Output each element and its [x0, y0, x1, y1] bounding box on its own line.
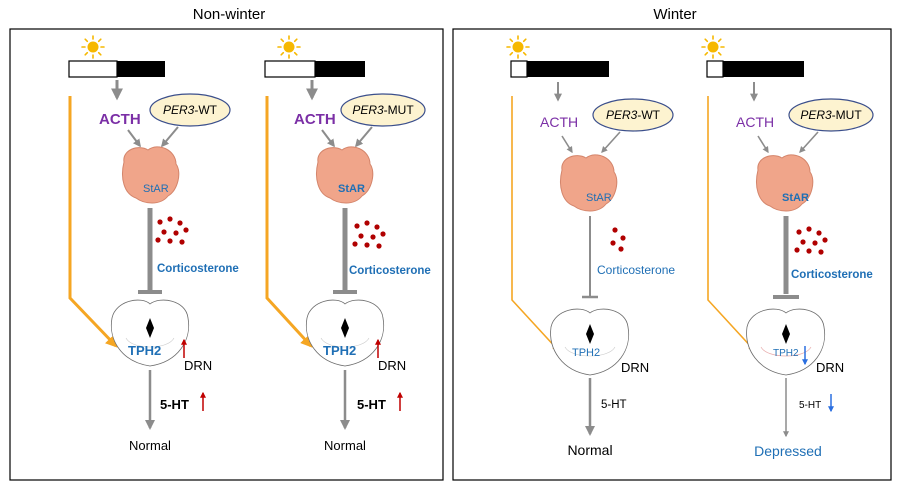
- winter-panel: [452, 28, 892, 481]
- light-to-drn-orange-arrow: [511, 96, 559, 351]
- gene-badge: PER3-WT: [592, 98, 674, 132]
- tph2-label: TPH2: [128, 343, 161, 358]
- adrenal-gland-icon: [122, 146, 180, 204]
- svg-text:PER3-MUT: PER3-MUT: [800, 108, 862, 122]
- 5ht-label: 5-HT: [601, 399, 627, 411]
- sun-icon: [506, 35, 530, 59]
- gene-badge: PER3-MUT: [340, 93, 426, 127]
- acth-label: ACTH: [294, 111, 336, 128]
- photoperiod-bar: [510, 60, 609, 78]
- winter-title: Winter: [653, 6, 696, 23]
- photoperiod-bar: [264, 60, 365, 78]
- acth-label: ACTH: [736, 114, 774, 130]
- star-label: StAR: [782, 192, 809, 204]
- gene-to-adrenal-arrow: [354, 126, 373, 148]
- drn-label: DRN: [816, 360, 844, 375]
- outcome-label: Normal: [129, 438, 171, 453]
- star-label: StAR: [338, 183, 365, 195]
- adrenal-gland-icon: [560, 154, 618, 212]
- column-nonwinter-wt: ACTH PER3-WT StAR Corticosterone TPH2 DR…: [68, 35, 239, 453]
- acth-label: ACTH: [540, 114, 578, 130]
- 5ht-label: 5-HT: [799, 400, 821, 411]
- outcome-label: Depressed: [754, 443, 822, 459]
- acth-to-adrenal-arrow: [321, 129, 335, 148]
- brainstem-section-icon: [110, 299, 190, 367]
- brainstem-section-icon: [550, 308, 630, 376]
- 5ht-label: 5-HT: [160, 397, 189, 412]
- photoperiod-bar: [706, 60, 804, 78]
- drn-label: DRN: [621, 360, 649, 375]
- non-winter-panel: [9, 28, 444, 481]
- non-winter-title: Non-winter: [193, 6, 266, 23]
- tph2-label: TPH2: [773, 348, 799, 359]
- photoperiod-bar: [68, 60, 165, 78]
- adrenal-gland-icon: [756, 154, 814, 212]
- sun-icon: [277, 35, 301, 59]
- sun-icon: [81, 35, 105, 59]
- gene-to-adrenal-arrow: [160, 126, 179, 148]
- acth-to-adrenal-arrow: [757, 135, 769, 154]
- gene-badge: PER3-WT: [149, 93, 231, 127]
- acth-to-adrenal-arrow: [561, 135, 573, 154]
- 5ht-label: 5-HT: [357, 397, 386, 412]
- corticosterone-label: Corticosterone: [349, 265, 431, 277]
- tph2-label: TPH2: [323, 343, 356, 358]
- drn-label: DRN: [184, 358, 212, 373]
- star-label: StAR: [143, 183, 169, 195]
- corticosterone-dots: [155, 216, 189, 245]
- corticosterone-label: Corticosterone: [597, 263, 675, 277]
- gene-to-adrenal-arrow: [799, 131, 819, 153]
- outcome-label: Normal: [324, 438, 366, 453]
- svg-text:PER3-WT: PER3-WT: [606, 108, 661, 122]
- light-to-drn-orange-arrow: [707, 96, 755, 351]
- light-to-drn-orange-arrow: [265, 96, 313, 348]
- gene-to-adrenal-arrow: [601, 131, 621, 153]
- column-winter-wt: ACTH PER3-WT StAR Corticosterone TPH2 DR…: [506, 35, 675, 458]
- corticosterone-label: Corticosterone: [157, 263, 239, 275]
- brainstem-section-icon: [746, 308, 826, 376]
- corticosterone-dots: [352, 220, 386, 249]
- drn-label: DRN: [378, 358, 406, 373]
- tph2-label: TPH2: [572, 347, 600, 359]
- adrenal-gland-icon: [316, 146, 374, 204]
- corticosterone-dots: [610, 227, 626, 252]
- star-label: StAR: [586, 192, 612, 204]
- svg-text:PER3-WT: PER3-WT: [163, 103, 218, 117]
- acth-to-adrenal-arrow: [127, 129, 141, 148]
- acth-label: ACTH: [99, 111, 141, 128]
- svg-text:PER3-MUT: PER3-MUT: [352, 103, 414, 117]
- outcome-label: Normal: [567, 442, 612, 458]
- corticosterone-label: Corticosterone: [791, 269, 873, 281]
- light-to-drn-orange-arrow: [68, 96, 118, 348]
- column-nonwinter-mut: ACTH PER3-MUT StAR Corticosterone TPH2 D…: [264, 35, 431, 453]
- column-winter-mut: ACTH PER3-MUT StAR Corticosterone TPH2 D…: [701, 35, 874, 459]
- sun-icon: [701, 35, 725, 59]
- gene-badge: PER3-MUT: [788, 98, 874, 132]
- brainstem-section-icon: [305, 299, 385, 367]
- corticosterone-dots: [794, 226, 828, 255]
